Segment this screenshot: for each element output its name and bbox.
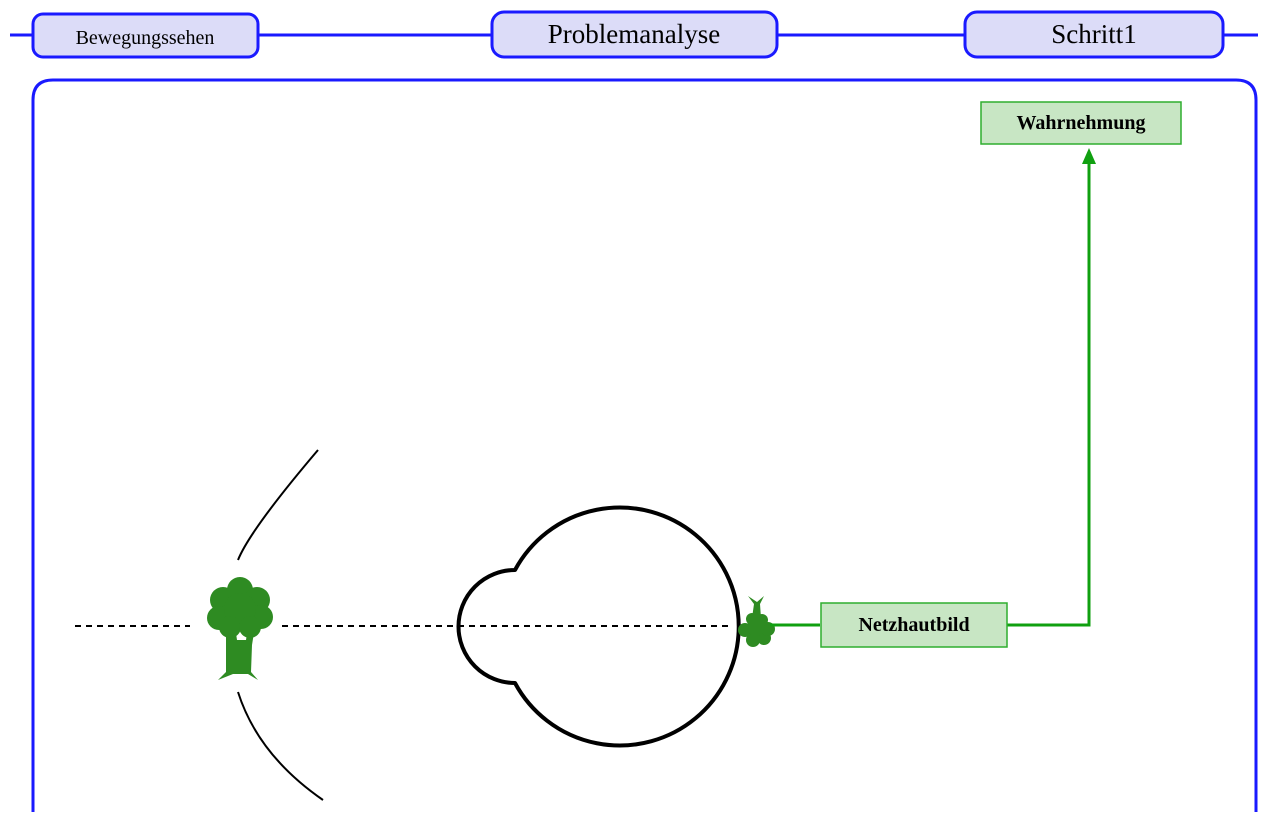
retina-image-label: Netzhautbild [858, 614, 969, 636]
nav-tab-label: Schritt1 [1051, 19, 1137, 49]
nav-tab-label: Bewegungssehen [76, 27, 215, 49]
tree-crown-part [239, 616, 261, 638]
nav-tab-bewegungssehen[interactable]: Bewegungssehen [31, 12, 260, 59]
tree-crown-part [219, 616, 241, 638]
retina-image-box[interactable]: Netzhautbild [820, 602, 1008, 648]
arc-lower [237, 691, 324, 801]
nav-tab-problemanalyse[interactable]: Problemanalyse [490, 10, 779, 59]
nav-tab-bg [490, 10, 779, 59]
connector-to-perception [1007, 162, 1091, 627]
arc-upper [237, 449, 319, 561]
inverted-tree-icon [738, 596, 775, 647]
retina-crown-part [746, 633, 760, 647]
retina-image-box-bg [820, 602, 1008, 648]
retina-trunk [748, 596, 764, 618]
perception-box[interactable]: Wahrnehmung [980, 101, 1182, 145]
arrow-up-icon [1082, 148, 1096, 164]
nav-tab-schritt1[interactable]: Schritt1 [963, 10, 1225, 59]
content-panel [31, 78, 1258, 812]
eye-outline [456, 505, 741, 748]
nav-tab-bg [963, 10, 1225, 59]
perception-label: Wahrnehmung [1017, 112, 1146, 134]
signal-path [770, 148, 1096, 627]
tree-icon [207, 577, 273, 680]
eye-icon [456, 505, 741, 748]
nav-tab-label: Problemanalyse [548, 19, 720, 49]
perception-box-bg [980, 101, 1182, 145]
top-nav-bar: Bewegungssehen Problemanalyse Schritt1 [10, 10, 1258, 59]
field-of-view-arc [237, 449, 324, 801]
nav-tab-bg [31, 12, 260, 59]
